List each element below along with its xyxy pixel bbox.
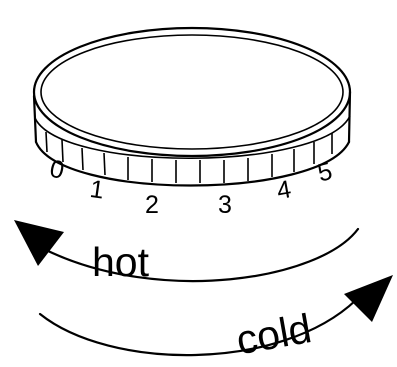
- cold-arrow-shaft: [38, 298, 358, 357]
- scale-label-3: 3: [218, 191, 232, 219]
- hot-arrow: hot: [14, 220, 360, 285]
- scale-label-4: 4: [275, 175, 294, 205]
- knob-grip-ticks: [45, 131, 333, 183]
- knob-band-line: [34, 115, 351, 160]
- cold-arrowhead: [344, 275, 393, 322]
- scale-label-0: 0: [47, 155, 66, 185]
- knob-bottom-edge: [34, 140, 351, 187]
- scale-label-5: 5: [315, 157, 335, 188]
- cold-arrow: cold: [38, 275, 393, 363]
- knob-top-outer-rim: [32, 26, 352, 158]
- scale-label-1: 1: [88, 175, 106, 205]
- knob-top-face: [40, 34, 344, 150]
- hot-label: hot: [92, 239, 150, 285]
- scale-label-2: 2: [145, 191, 159, 219]
- temperature-knob: 0 1 2 3 4 5: [32, 26, 352, 219]
- hot-arrowhead: [14, 220, 64, 266]
- hot-arrow-shaft: [44, 227, 360, 283]
- cold-label: cold: [233, 305, 315, 363]
